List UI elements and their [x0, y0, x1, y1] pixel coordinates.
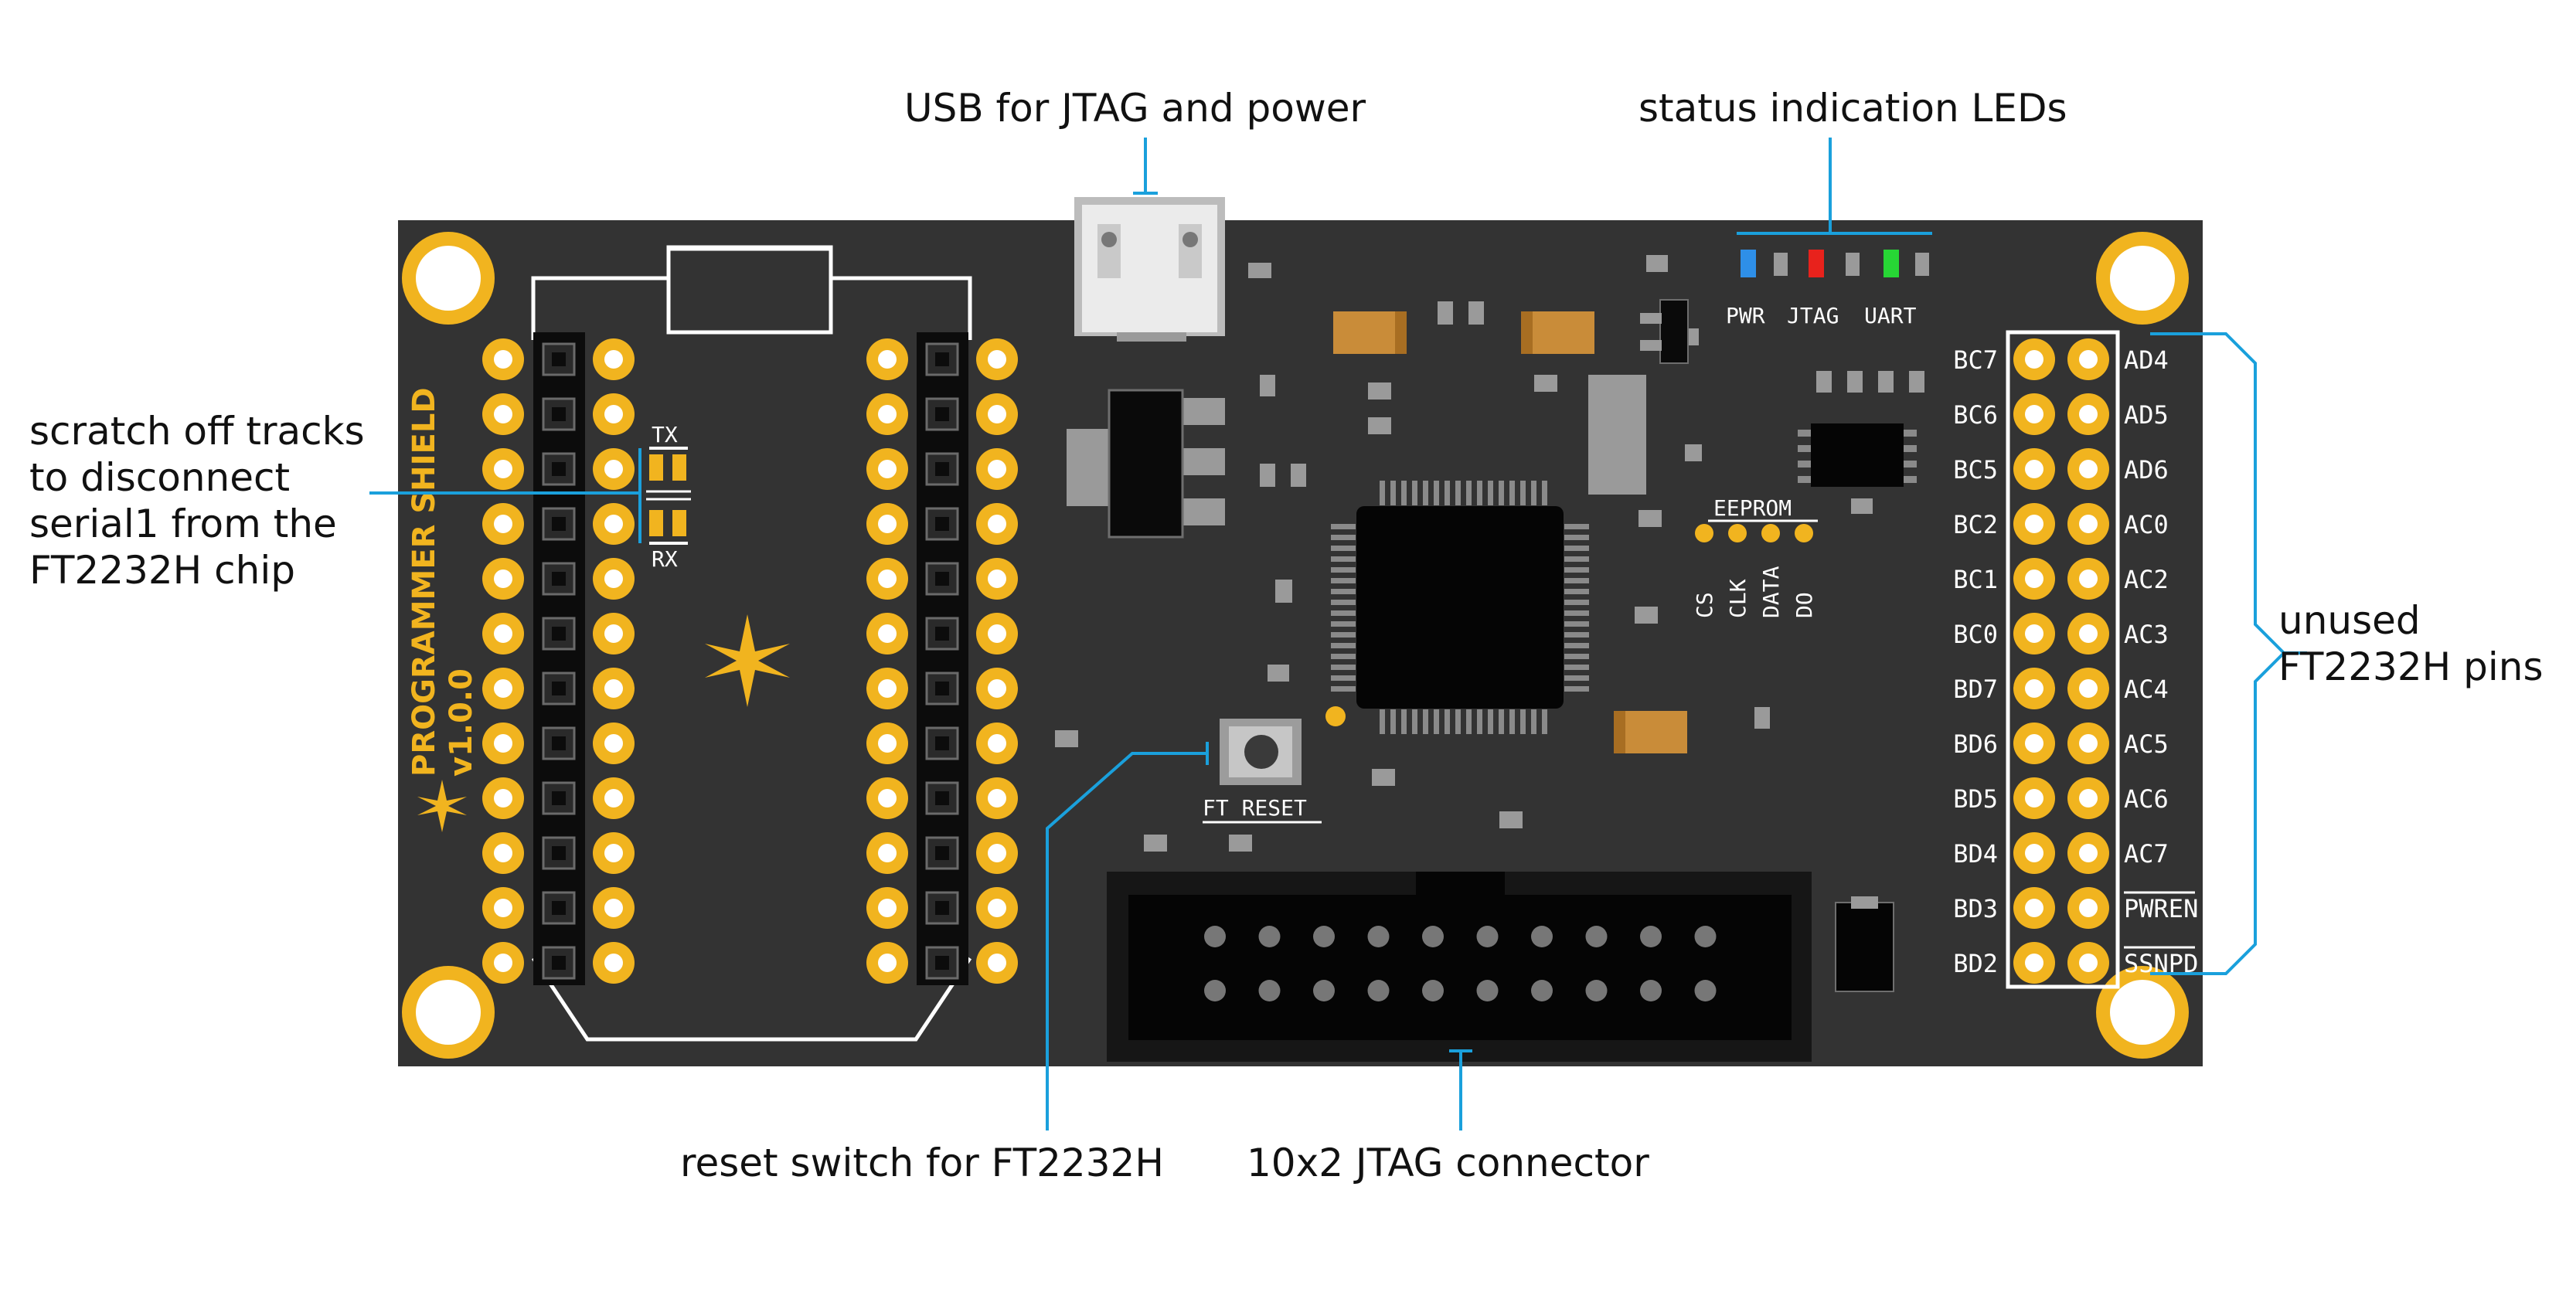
- unused-pin-label-left: BD6: [1953, 729, 1998, 759]
- callout-scratch-line-2: to disconnect: [29, 455, 290, 500]
- rx-label: RX: [652, 546, 678, 572]
- eeprom-pad: [1795, 524, 1813, 542]
- eeprom-pin-label: DATA: [1758, 566, 1784, 618]
- unused-pin-label-left: BD5: [1953, 784, 1998, 814]
- jtag-pin: [1313, 926, 1335, 947]
- jtag-pin: [1531, 926, 1553, 947]
- unused-pin-label-left: BD7: [1953, 675, 1998, 704]
- ft-reset-label: FT RESET: [1203, 795, 1307, 821]
- jtag-pin: [1204, 980, 1226, 1001]
- jtag-pin: [1313, 980, 1335, 1001]
- jtag-pin: [1586, 980, 1608, 1001]
- transistor: [1660, 300, 1688, 363]
- jtag-pin: [1640, 926, 1662, 947]
- callout-scratch-line-1: scratch off tracks: [29, 409, 365, 454]
- jtag-pin: [1586, 926, 1608, 947]
- jtag-pin: [1695, 926, 1717, 947]
- rx-jumper-pad: [649, 510, 663, 536]
- board-version: v1.0.0: [444, 668, 479, 777]
- unused-pin-label-right: AC6: [2124, 784, 2169, 814]
- jtag-pin: [1695, 980, 1717, 1001]
- tx-jumper-pad: [649, 454, 663, 481]
- pwr-led: [1741, 250, 1756, 277]
- led-label-jtag: JTAG: [1787, 303, 1839, 328]
- eeprom-pad: [1728, 524, 1747, 542]
- unused-pin-label-right: AC3: [2124, 620, 2169, 649]
- eeprom-pin-label: DO: [1792, 592, 1817, 618]
- unused-pin-label-right: AD6: [2124, 455, 2169, 484]
- callout-usb: USB for JTAG and power: [904, 86, 1366, 131]
- uart-led: [1884, 250, 1899, 277]
- ft2232h-chip: [1356, 506, 1564, 709]
- unused-pin-label-left: BC5: [1953, 455, 1998, 484]
- chip-pin1-dot: [1325, 706, 1346, 726]
- jtag-led: [1809, 250, 1824, 277]
- reset-switch: [1220, 719, 1302, 785]
- unused-pin-label-left: BC1: [1953, 565, 1998, 594]
- board-title: PROGRAMMER SHIELD: [407, 387, 442, 777]
- callout-leds: status indication LEDs: [1638, 86, 2067, 131]
- unused-pin-label-left: BD4: [1953, 839, 1998, 869]
- diode: [1836, 903, 1894, 991]
- unused-pin-label-left: BD3: [1953, 894, 1998, 923]
- callout-scratch-line-3: serial1 from the: [29, 502, 337, 546]
- tx-jumper-pad-2: [672, 454, 686, 481]
- eeprom-pin-label: CLK: [1725, 579, 1751, 618]
- callout-scratch-line-4: FT2232H chip: [29, 548, 295, 593]
- unused-pin-label-right: AC0: [2124, 510, 2169, 539]
- eeprom-pin-label: CS: [1692, 592, 1717, 618]
- usb-connector: [1074, 197, 1225, 342]
- jtag-pin: [1368, 926, 1390, 947]
- jtag-pin: [1422, 980, 1444, 1001]
- eeprom-pad: [1761, 524, 1780, 542]
- jtag-pin: [1259, 926, 1281, 947]
- unused-pin-label-right: AC2: [2124, 565, 2169, 594]
- unused-pin-label-right: AC7: [2124, 839, 2169, 869]
- unused-pin-label-right: AC4: [2124, 675, 2169, 704]
- unused-pin-label-right: AD4: [2124, 345, 2169, 375]
- unused-pin-label-left: BC2: [1953, 510, 1998, 539]
- eeprom-pad: [1695, 524, 1713, 542]
- tx-label: TX: [652, 422, 678, 447]
- jtag-pin: [1640, 980, 1662, 1001]
- jtag-pin: [1531, 980, 1553, 1001]
- callout-unused-line-1: unused: [2278, 598, 2421, 643]
- callout-jtag: 10x2 JTAG connector: [1247, 1141, 1649, 1185]
- jtag-pin: [1477, 980, 1499, 1001]
- jtag-pin: [1259, 980, 1281, 1001]
- callout-reset: reset switch for FT2232H: [680, 1141, 1164, 1185]
- unused-pin-label-left: BC7: [1953, 345, 1998, 375]
- jtag-pin: [1368, 980, 1390, 1001]
- eeprom-chip: [1811, 423, 1904, 487]
- jtag-pin: [1422, 926, 1444, 947]
- jtag-pin: [1477, 926, 1499, 947]
- unused-pin-label-left: BD2: [1953, 949, 1998, 978]
- led-label-pwr: PWR: [1726, 303, 1765, 328]
- jtag-connector: [1107, 872, 1812, 1062]
- led-label-uart: UART: [1864, 303, 1917, 328]
- unused-pin-label-right: AC5: [2124, 729, 2169, 759]
- unused-pin-label-right: PWREN: [2124, 894, 2198, 923]
- voltage-regulator: [1109, 390, 1183, 537]
- callout-unused-line-2: FT2232H pins: [2278, 644, 2544, 689]
- jtag-pin: [1204, 926, 1226, 947]
- rx-jumper-pad-2: [672, 510, 686, 536]
- unused-pin-label-left: BC0: [1953, 620, 1998, 649]
- eeprom-label: EEPROM: [1713, 495, 1792, 521]
- unused-pin-label-left: BC6: [1953, 400, 1998, 430]
- unused-pin-label-right: AD5: [2124, 400, 2169, 430]
